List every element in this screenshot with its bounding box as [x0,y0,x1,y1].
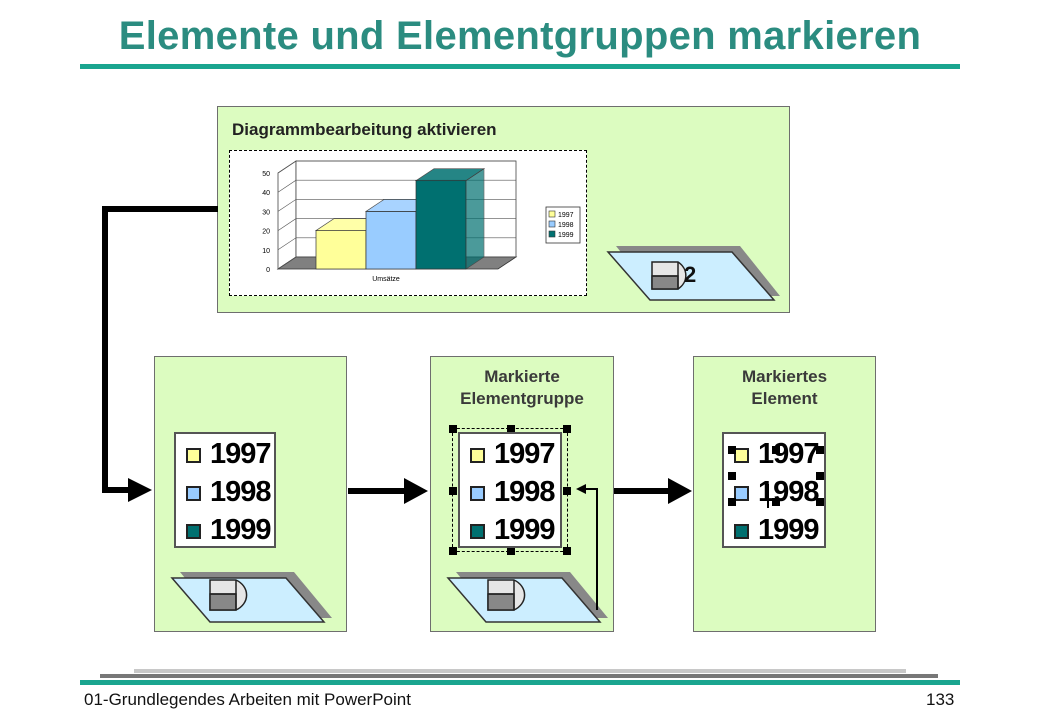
mouse-icon [487,579,526,611]
arrow-right-icon [348,478,428,504]
legend-swatch [186,524,201,539]
legend-year: 1997 [210,438,272,470]
selection-handle-icon[interactable] [507,547,515,555]
mouse-icon [209,579,248,611]
footer-dark-rule [100,674,938,678]
page-number: 133 [926,690,955,709]
y-tick-label: 40 [262,190,270,197]
footer-course-title: 01-Grundlegendes Arbeiten mit PowerPoint [84,690,411,709]
chart-activation-label: Diagrammbearbeitung aktivieren [232,120,497,139]
selection-handle-icon[interactable] [507,425,515,433]
legend-swatch [470,524,485,539]
title-rule [80,64,960,69]
legend-row: 1997 [460,438,560,470]
click-connector-arrow [576,484,598,610]
mouse-pad-icon [446,572,608,623]
panel-element-label-line1: Markiertes [741,367,828,386]
chart-legend-swatch [548,230,556,238]
selection-handle-icon[interactable] [563,547,571,555]
arrow-right-icon [102,206,218,502]
element-selection[interactable] [728,446,824,506]
y-tick-label: 10 [262,248,270,255]
legend-row: 1998 [176,476,274,508]
selection-handle-icon[interactable] [816,498,824,506]
footer-rule [80,680,960,685]
chart-legend-label: 1998 [558,222,574,229]
mouse-pad-icon [606,246,780,301]
legend-year: 1999 [494,514,556,546]
footer-shadow-rule [134,669,906,673]
panel-element-label-line2: Element [751,389,818,408]
y-tick-label: 50 [262,171,270,178]
legend-year: 1997 [494,438,556,470]
legend-year: 1999 [758,514,820,546]
arrow-right-icon [614,478,692,504]
mouse-pad-icon [170,572,332,623]
panel-group-label: Markierte Elementgruppe [430,366,614,410]
panel-group-label-line1: Markierte [484,367,560,386]
y-tick-label: 30 [262,209,270,216]
selection-handle-icon[interactable] [728,472,736,480]
legend-unselected[interactable]: 1997 1998 1999 [174,432,276,548]
selection-handle-icon[interactable] [728,498,736,506]
legend-year: 1998 [494,476,556,508]
grid-line [277,160,516,174]
legend-row: 1997 [724,438,824,470]
step-number: 2 [684,262,697,287]
chart-legend-label: 1999 [558,232,574,239]
legend-row: 1999 [176,514,274,546]
legend-swatch [734,486,749,501]
bar-side [465,168,485,270]
y-tick-label: 20 [262,229,270,236]
selection-handle-icon[interactable] [563,425,571,433]
y-tick-label: 0 [266,267,270,274]
selection-handle-icon[interactable] [816,472,824,480]
mouse-icon [651,261,687,290]
legend-year: 1999 [210,514,272,546]
legend-row: 1998 [460,476,560,508]
legend-year: 1997 [758,438,820,470]
selection-handle-icon[interactable] [563,487,571,495]
panel-element-label: Markiertes Element [693,366,876,410]
legend-swatch [186,486,201,501]
selection-handle-icon[interactable] [772,498,780,506]
selection-handle-icon[interactable] [449,547,457,555]
legend-swatch [470,486,485,501]
legend-swatch [470,448,485,463]
page-title: Elemente und Elementgruppen markieren [118,14,922,58]
legend-swatch [186,448,201,463]
selection-handle-icon[interactable] [449,487,457,495]
legend-row: 1999 [460,514,560,546]
panel-group-label-line2: Elementgruppe [460,389,584,408]
chart-legend-label: 1997 [558,212,574,219]
legend-selected[interactable]: 1997 1998 1999 [458,432,562,548]
legend-row: 1997 [176,438,274,470]
selection-handle-icon[interactable] [772,446,780,454]
legend-swatch [734,524,749,539]
chart-legend-swatch [548,210,556,218]
x-axis-label: Umsätze [372,276,400,283]
bar [415,180,467,270]
legend-year: 1998 [210,476,272,508]
selection-handle-icon[interactable] [728,446,736,454]
legend-row: 1999 [724,514,824,546]
selection-handle-icon[interactable] [449,425,457,433]
legend-group-selection[interactable] [449,425,571,555]
legend-swatch [734,448,749,463]
chart-legend-swatch [548,220,556,228]
selection-handle-icon[interactable] [816,446,824,454]
